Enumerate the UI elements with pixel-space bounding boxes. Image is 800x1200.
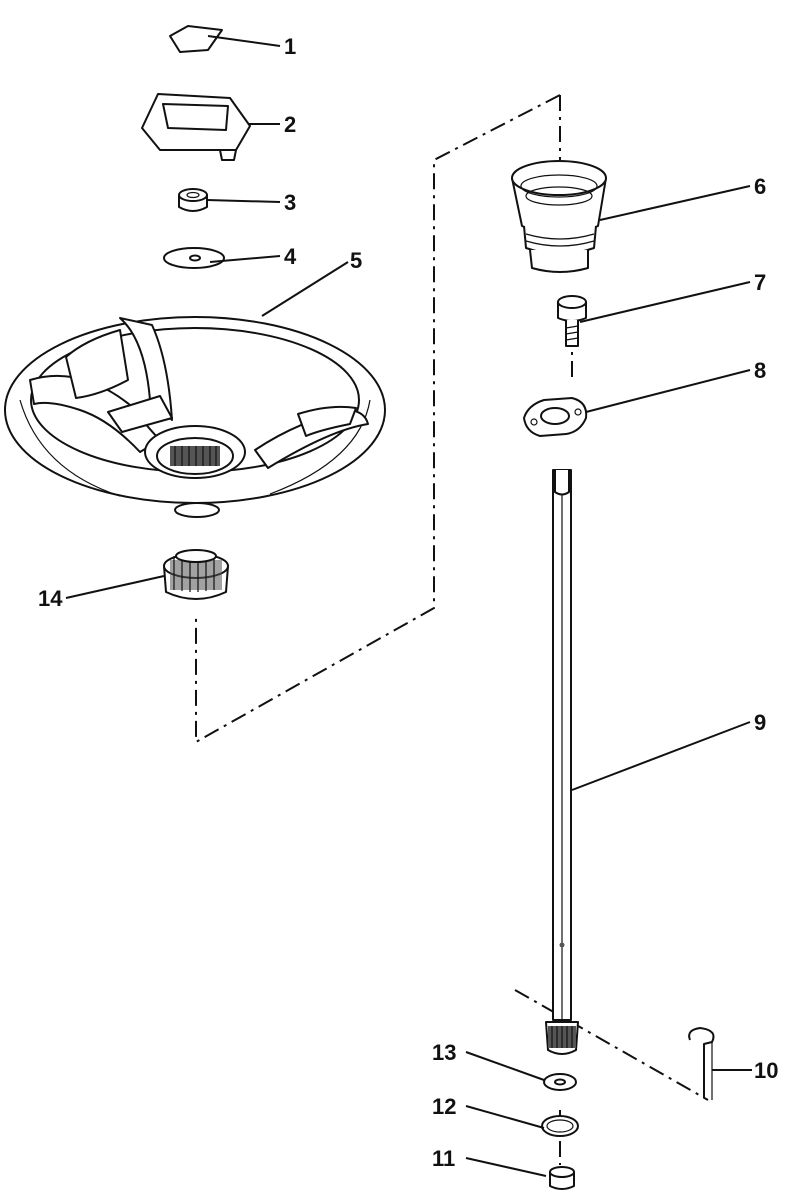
part-8-flange	[523, 397, 588, 437]
callout-6: 6	[754, 174, 766, 199]
part-13-washer	[543, 1073, 577, 1091]
assembly-centerlines	[195, 94, 709, 1165]
part-5-steering-wheel	[4, 316, 386, 518]
part-1-decal	[169, 25, 223, 53]
part-10-clip	[688, 1027, 715, 1100]
leader-lines	[65, 35, 752, 1177]
callout-9: 9	[754, 710, 766, 735]
callout-1: 1	[284, 34, 296, 59]
callout-7: 7	[754, 270, 766, 295]
callout-5: 5	[350, 248, 362, 273]
part-12-ring	[541, 1115, 579, 1137]
part-6-boot	[511, 160, 607, 273]
callout-14: 14	[38, 586, 63, 611]
callout-labels: 1 2 3 4 5 6 7 8 9 10 11 12 13 14	[38, 34, 778, 1171]
callout-12: 12	[432, 1094, 456, 1119]
callout-10: 10	[754, 1058, 778, 1083]
callout-2: 2	[284, 112, 296, 137]
part-3-nut	[178, 188, 208, 212]
part-7-bolt	[557, 295, 587, 347]
part-11-nut	[549, 1166, 575, 1190]
callout-13: 13	[432, 1040, 456, 1065]
part-4-washer	[163, 247, 225, 269]
part-9-shaft	[545, 469, 579, 1055]
part-2-cover	[141, 93, 251, 161]
part-14-hub-adapter	[163, 549, 229, 600]
callout-11: 11	[432, 1146, 455, 1171]
callout-4: 4	[284, 244, 297, 269]
callout-8: 8	[754, 358, 766, 383]
callout-3: 3	[284, 190, 296, 215]
